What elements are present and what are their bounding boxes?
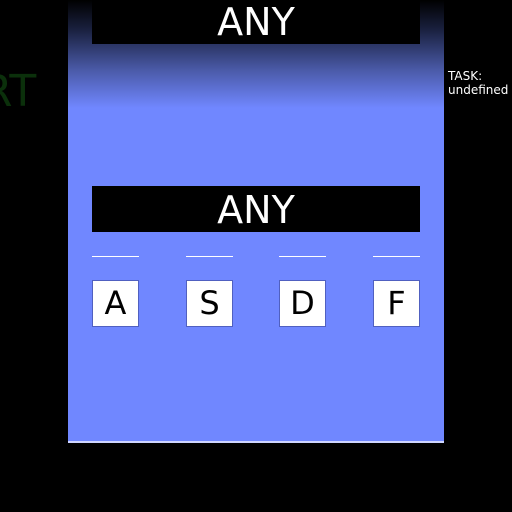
key-indicator-s bbox=[186, 256, 233, 257]
task-label: TASK: undefined bbox=[448, 69, 509, 97]
target-banner: ANY bbox=[92, 186, 420, 232]
key-a-button[interactable]: A bbox=[92, 280, 139, 327]
background-label: RT bbox=[0, 66, 37, 117]
top-banner: ANY bbox=[92, 0, 420, 44]
key-f-button[interactable]: F bbox=[373, 280, 420, 327]
key-d-button[interactable]: D bbox=[279, 280, 326, 327]
key-indicator-f bbox=[373, 256, 420, 257]
panel-bottom-border bbox=[68, 441, 444, 443]
key-indicator-d bbox=[279, 256, 326, 257]
key-s-button[interactable]: S bbox=[186, 280, 233, 327]
key-indicator-a bbox=[92, 256, 139, 257]
